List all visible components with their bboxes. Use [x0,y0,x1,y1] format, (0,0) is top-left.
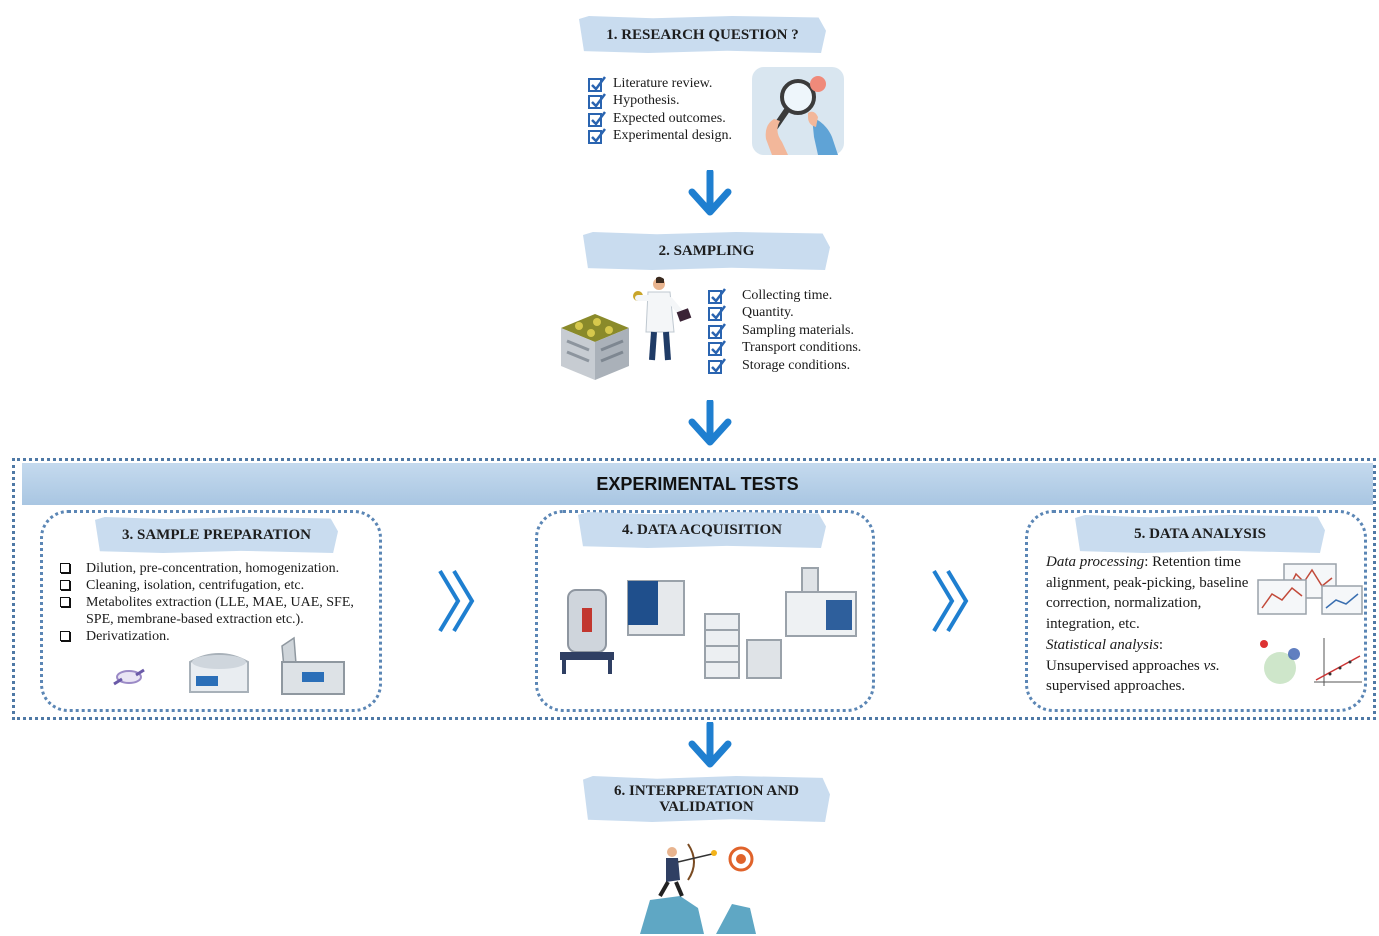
down-arrow-icon [688,400,732,446]
interpretation-banner: 6. INTERPRETATION AND VALIDATION [583,776,830,822]
sample-preparation-banner: 3. SAMPLE PREPARATION [95,517,338,553]
check-icon [708,288,726,304]
scientist-icon [633,276,692,361]
down-arrow-icon [688,722,732,768]
down-arrow-icon [688,170,732,216]
sample-preparation-list: Dilution, pre-concentration, homogenizat… [60,560,372,645]
instrument-icon [704,613,782,679]
list-item: Quantity. [708,305,861,323]
list-item: Cleaning, isolation, centrifugation, etc… [60,577,372,594]
plot-icon [1260,638,1362,686]
experimental-tests-header: EXPERIMENTAL TESTS [22,463,1373,505]
ultrasonic-bath-icon [281,636,345,695]
statistical-analysis-text: Statistical analysis: Unsupervised appro… [1046,637,1220,694]
list-item: Hypothesis. [588,93,732,111]
plot-icon [1257,563,1363,615]
sampling-title: 2. SAMPLING [658,243,755,259]
list-item: Expected outcomes. [588,110,732,128]
chevron-right-icon [932,569,969,633]
experimental-tests-frame [12,458,1376,720]
instrument-icon [627,580,685,636]
list-item: Dilution, pre-concentration, homogenizat… [60,560,372,577]
chevron-right-icon [438,569,475,633]
check-icon [708,340,726,357]
data-processing-text: Data processing: Retention time alignmen… [1046,554,1249,632]
archer-icon [640,843,756,934]
crate-icon [561,314,629,380]
sampling-checklist: Collecting time. Quantity. Sampling mate… [708,287,861,375]
sampling-banner: 2. SAMPLING [583,232,830,270]
list-item: Derivatization. [60,628,372,645]
instrument-icon [560,589,614,674]
research-checklist: Literature review. Hypothesis. Expected … [588,75,732,145]
check-icon [588,93,606,110]
list-item: Collecting time. [708,287,861,305]
list-item: Storage conditions. [708,357,861,375]
syringe-filter-icon [113,668,145,686]
list-item: Experimental design. [588,128,732,146]
target-icon [728,846,754,872]
instrument-icon [785,567,857,637]
list-item: Literature review. [588,75,732,93]
list-item: Metabolites extraction (LLE, MAE, UAE, S… [60,594,372,628]
list-item: Transport conditions. [708,340,861,358]
check-icon [708,323,726,339]
list-item: Sampling materials. [708,322,861,340]
centrifuge-icon [189,653,249,693]
research-question-banner: 1. RESEARCH QUESTION ? [579,16,826,53]
research-question-title: 1. RESEARCH QUESTION ? [606,26,799,43]
check-icon [588,128,606,145]
data-analysis-banner: 5. DATA ANALYSIS [1075,515,1325,553]
magnifier-icon [752,67,844,155]
data-acquisition-banner: 4. DATA ACQUISITION [578,512,826,548]
check-icon [708,358,726,374]
check-icon [708,305,726,322]
check-icon [588,76,606,92]
check-icon [588,111,606,127]
